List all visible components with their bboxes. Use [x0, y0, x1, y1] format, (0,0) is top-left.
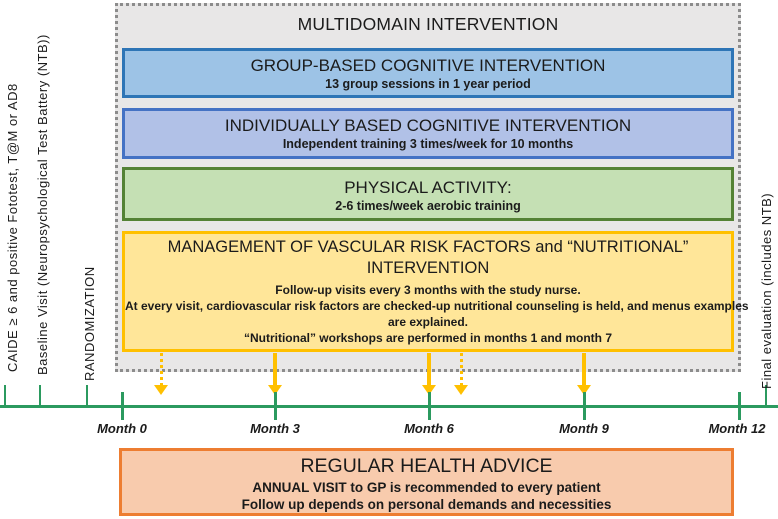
group-cognitive-subtitle: 13 group sessions in 1 year period [325, 77, 531, 91]
vascular-nutrition-line-4: “Nutritional” workshops are performed in… [243, 331, 613, 345]
month-label-9: Month 9 [559, 421, 609, 436]
timeline-tick-baseline [39, 385, 41, 406]
timeline-tick-final-evaluation [765, 385, 767, 406]
timeline-tick-randomization [86, 385, 88, 406]
health-advice-title: REGULAR HEALTH ADVICE [300, 455, 553, 477]
health-advice-line-2: Follow up depends on personal demands an… [241, 497, 612, 512]
vascular-nutrition-line-3: are explained. [387, 315, 469, 329]
down-arrow-solid-month9-icon [582, 353, 586, 385]
month-label-12: Month 12 [708, 421, 766, 436]
physical-activity-box: PHYSICAL ACTIVITY: 2-6 times/week aerobi… [122, 167, 734, 221]
health-advice-line-1: ANNUAL VISIT to GP is recommended to eve… [252, 480, 601, 495]
milestone-label-baseline-visit: Baseline Visit (Neuropsychological Test … [35, 34, 50, 375]
timeline-tick-caide [4, 385, 6, 406]
down-arrow-dotted-month1-icon [160, 353, 163, 385]
timeline-line [0, 405, 778, 408]
timeline-tick-month-0 [121, 392, 124, 420]
vascular-nutrition-box: MANAGEMENT OF VASCULAR RISK FACTORS and … [122, 231, 749, 352]
milestone-label-final-evaluation: Final evaluation (includes NTB) [759, 192, 774, 389]
vascular-nutrition-line-1: Follow-up visits every 3 months with the… [275, 283, 581, 297]
timeline-tick-month-9 [583, 392, 586, 420]
multidomain-title: MULTIDOMAIN INTERVENTION [297, 14, 559, 34]
timeline-tick-month-3 [274, 392, 277, 420]
timeline-tick-month-6 [428, 392, 431, 420]
down-arrow-dotted-month1-head-icon [154, 385, 168, 395]
milestone-label-randomization: RANDOMIZATION [82, 266, 97, 381]
timeline-tick-month-12 [738, 392, 741, 420]
down-arrow-solid-month3-head-icon [268, 385, 282, 395]
individual-cognitive-subtitle: Independent training 3 times/week for 10… [282, 137, 574, 151]
down-arrow-dotted-month7-head-icon [454, 385, 468, 395]
individual-cognitive-box: INDIVIDUALLY BASED COGNITIVE INTERVENTIO… [122, 108, 734, 159]
month-label-3: Month 3 [250, 421, 300, 436]
group-cognitive-title: GROUP-BASED COGNITIVE INTERVENTION [250, 56, 606, 75]
physical-activity-subtitle: 2-6 times/week aerobic training [335, 199, 521, 213]
vascular-nutrition-line-2: At every visit, cardiovascular risk fact… [125, 299, 749, 313]
milestone-label-caide: CAIDE ≥ 6 and positive Fototest, T@M or … [5, 83, 20, 372]
health-advice-box: REGULAR HEALTH ADVICE ANNUAL VISIT to GP… [119, 448, 734, 516]
month-label-6: Month 6 [404, 421, 454, 436]
down-arrow-solid-month6-head-icon [422, 385, 436, 395]
down-arrow-solid-month6-icon [427, 353, 431, 385]
down-arrow-solid-month9-head-icon [577, 385, 591, 395]
down-arrow-dotted-month7-icon [460, 353, 463, 385]
group-cognitive-box: GROUP-BASED COGNITIVE INTERVENTION 13 gr… [122, 48, 734, 98]
vascular-nutrition-title: MANAGEMENT OF VASCULAR RISK FACTORS and … [167, 238, 689, 277]
physical-activity-title: PHYSICAL ACTIVITY: [344, 178, 512, 197]
down-arrow-solid-month3-icon [273, 353, 277, 385]
month-label-0: Month 0 [97, 421, 147, 436]
individual-cognitive-title: INDIVIDUALLY BASED COGNITIVE INTERVENTIO… [224, 116, 632, 135]
